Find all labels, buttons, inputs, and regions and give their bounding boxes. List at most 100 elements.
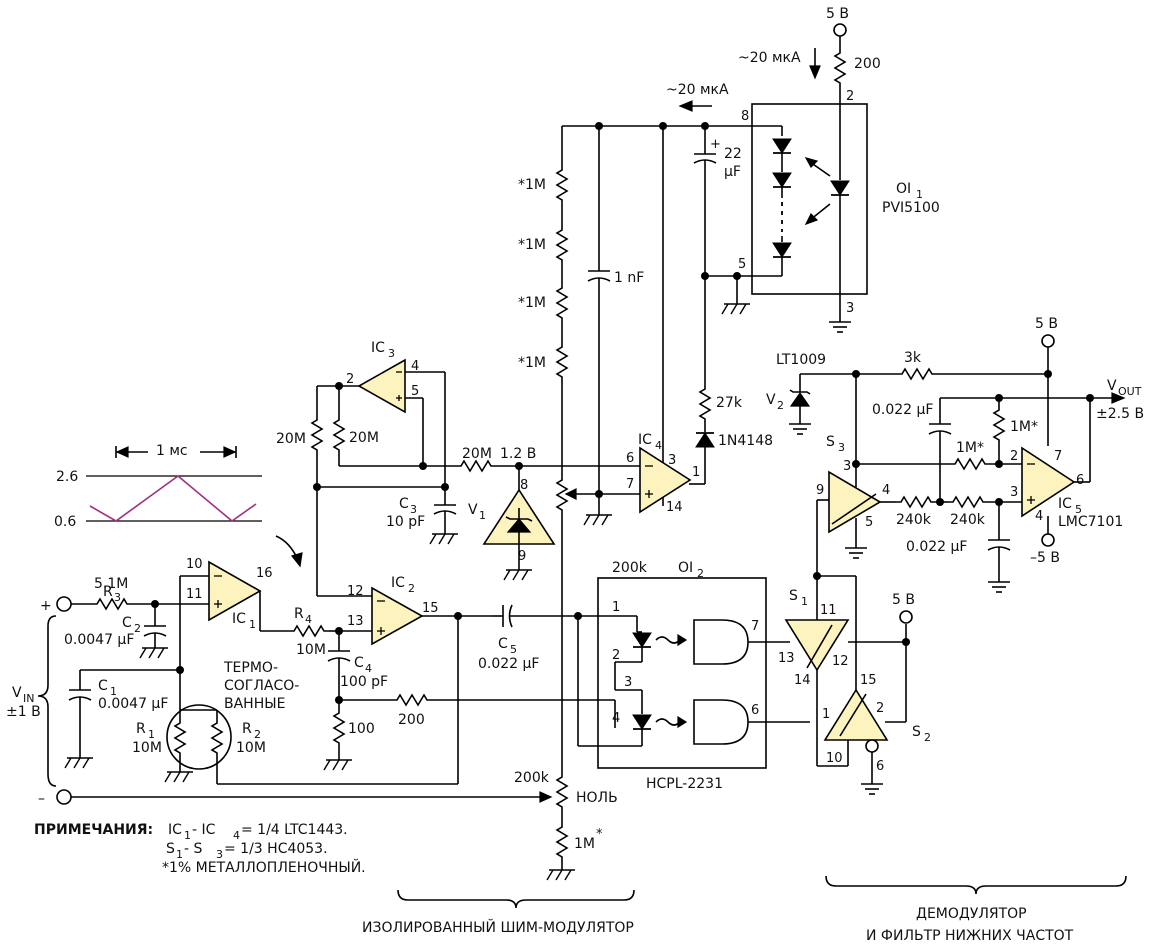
ic5-lmc7101: 2 3 7 6 4 IC 5 LMC7101 –5 В (1010, 398, 1123, 566)
null-potentiometer: 200k НОЛЬ 1M + * (514, 770, 618, 881)
switch-s1: S 1 11 13 12 14 10 (778, 588, 910, 767)
svg-text:1M*: 1M* (1010, 419, 1038, 435)
svg-text:2: 2 (1010, 449, 1018, 464)
svg-text:240k: 240k (896, 512, 932, 528)
svg-text:10 pF: 10 pF (386, 514, 425, 530)
svg-text:1N4148: 1N4148 (718, 433, 773, 449)
capacitor-c4: C 4 100 pF (327, 631, 388, 704)
svg-text:1: 1 (176, 848, 183, 861)
svg-text:R: R (136, 721, 146, 737)
svg-text:2: 2 (408, 582, 415, 595)
svg-text:10M: 10M (236, 740, 266, 756)
svg-text:5: 5 (738, 257, 746, 272)
section-demodulator: ДЕМОДУЛЯТОР И ФИЛЬТР НИЖНИХ ЧАСТОТ (825, 875, 1127, 944)
svg-text:3k: 3k (904, 350, 922, 366)
svg-text:15: 15 (860, 673, 877, 688)
svg-text:0.022 µF: 0.022 µF (906, 539, 968, 555)
svg-text:2: 2 (846, 89, 854, 104)
svg-text:100: 100 (348, 721, 375, 737)
svg-text:ВАННЫЕ: ВАННЫЕ (224, 696, 285, 712)
svg-text:LT1009: LT1009 (776, 352, 826, 368)
svg-text:- IC: - IC (192, 822, 216, 838)
svg-text:~20 мкА: ~20 мкА (738, 50, 801, 66)
svg-text:+: + (40, 598, 52, 614)
svg-text:2.6: 2.6 (56, 469, 78, 485)
svg-text:V: V (1107, 378, 1117, 394)
matched-resistors-r1-r2: R 1 10M R 2 10M ТЕРМО- СОГЛАСО- ВАННЫЕ (132, 616, 459, 785)
reference-v1: 1.2 В 8 V 1 9 (468, 446, 556, 581)
svg-text:20M: 20M (462, 446, 492, 462)
capacitor-c1: C 1 0.0047 µF (64, 666, 184, 769)
svg-text:C: C (498, 636, 508, 652)
svg-text:2: 2 (876, 701, 884, 716)
svg-text:*1M: *1M (518, 177, 546, 193)
svg-text:ИЗОЛИРОВАННЫЙ ШИМ-МОДУЛЯТОР: ИЗОЛИРОВАННЫЙ ШИМ-МОДУЛЯТОР (362, 918, 634, 936)
svg-text:OUT: OUT (1118, 385, 1142, 398)
svg-text:20M: 20M (276, 431, 306, 447)
svg-text:4: 4 (1035, 509, 1043, 524)
svg-text:= 1/3 HC4053.: = 1/3 HC4053. (224, 841, 328, 857)
svg-text:OI: OI (678, 560, 693, 576)
svg-text:5: 5 (411, 384, 419, 399)
svg-text:1: 1 (249, 618, 256, 631)
svg-text:9: 9 (816, 483, 824, 498)
reference-v2-lt1009: LT1009 V 2 (766, 352, 860, 435)
capacitor-0022-top: 0.022 µF (872, 398, 952, 502)
svg-text:S: S (166, 841, 175, 857)
svg-text:PVI5100: PVI5100 (882, 200, 940, 216)
svg-text:ДЕМОДУЛЯТОР: ДЕМОДУЛЯТОР (916, 906, 1027, 922)
resistor-200-feedback: 200 (339, 694, 615, 728)
svg-text:СОГЛАСО-: СОГЛАСО- (224, 678, 299, 694)
svg-text:2: 2 (612, 648, 620, 663)
svg-text:6: 6 (751, 703, 759, 718)
svg-text:2: 2 (134, 622, 141, 635)
svg-text:*1% МЕТАЛЛОПЛЕНОЧНЫЙ.: *1% МЕТАЛЛОПЛЕНОЧНЫЙ. (162, 858, 366, 876)
svg-text:IC: IC (1058, 496, 1072, 512)
svg-text:1: 1 (184, 829, 191, 842)
svg-text:1M: 1M (574, 836, 595, 852)
svg-text:3: 3 (624, 675, 632, 690)
svg-text:R: R (294, 606, 304, 622)
svg-text:4: 4 (882, 483, 890, 498)
svg-text:7: 7 (626, 477, 634, 492)
svg-text:1 мс: 1 мс (156, 443, 188, 459)
svg-text:= 1/4 LTC1443.: = 1/4 LTC1443. (241, 822, 348, 838)
ic3-comparator: IC 3 2 4 5 (317, 340, 446, 505)
svg-text:1: 1 (916, 188, 923, 201)
svg-text:S: S (826, 434, 835, 450)
svg-text:*1M: *1M (518, 237, 546, 253)
svg-text:1: 1 (110, 685, 117, 698)
resistors-240k: 240k 240k (895, 496, 1022, 528)
diode-1n4148: 1N4148 (689, 424, 773, 485)
svg-text:8: 8 (741, 109, 749, 124)
svg-text:ПРИМЕЧАНИЯ:: ПРИМЕЧАНИЯ: (34, 822, 153, 838)
svg-text:1: 1 (692, 465, 700, 480)
svg-text:S: S (912, 724, 921, 740)
svg-text:*1M: *1M (518, 295, 546, 311)
svg-text:1: 1 (148, 728, 155, 741)
svg-text:1: 1 (612, 600, 620, 615)
svg-text:6: 6 (876, 759, 884, 774)
svg-text:0.022 µF: 0.022 µF (872, 402, 934, 418)
svg-text:0.6: 0.6 (54, 514, 76, 530)
svg-text:3: 3 (668, 453, 676, 468)
current-arrow-1: ~20 мкА (738, 48, 821, 80)
output-vout: V OUT ±2.5 В (1090, 378, 1144, 422)
resistors-20M: 20M 20M 20M (276, 386, 519, 596)
svg-text:HCPL-2231: HCPL-2231 (646, 776, 723, 792)
capacitor-c2: C 2 0.0047 µF (64, 604, 169, 659)
svg-text:3: 3 (388, 347, 395, 360)
notes: ПРИМЕЧАНИЯ: IC 1 - IC 4 = 1/4 LTC1443. S… (34, 822, 366, 876)
svg-text:5 В: 5 В (892, 592, 915, 608)
svg-text:OI: OI (896, 181, 911, 197)
current-arrow-2: ~20 мкА (666, 82, 729, 112)
svg-text:8: 8 (520, 478, 528, 493)
svg-text:5.1M: 5.1M (94, 576, 128, 592)
svg-text:IC: IC (371, 340, 385, 356)
svg-text:240k: 240k (950, 512, 986, 528)
svg-text:3: 3 (846, 301, 854, 316)
svg-text:V: V (468, 502, 478, 518)
svg-text:27k: 27k (716, 395, 743, 411)
svg-text:1: 1 (479, 509, 486, 522)
input-plus: + R 3 5.1M (40, 576, 159, 614)
